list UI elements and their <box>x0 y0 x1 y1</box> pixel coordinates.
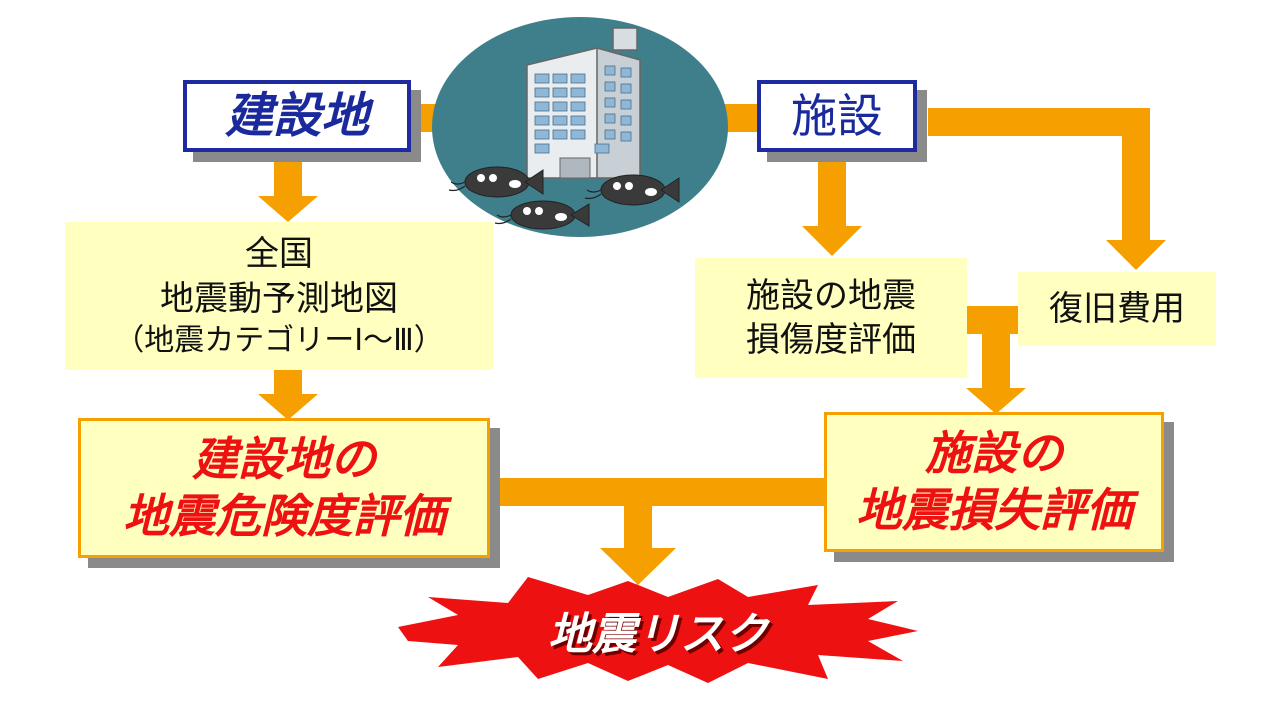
facility-box: 施設 <box>757 80 917 152</box>
arrow-facility-to-damage-head <box>802 226 862 256</box>
arrow-site-to-map-head <box>258 196 318 222</box>
connector-facility-right <box>928 108 1150 136</box>
facility-title: 施設 <box>791 89 883 143</box>
site-hazard-line-1: 建設地の <box>192 431 376 486</box>
arrow-to-loss-head <box>966 388 1026 414</box>
hazard-map-line-3: （地震カテゴリーⅠ～Ⅲ） <box>114 322 444 358</box>
arrow-to-loss-shaft <box>982 306 1010 392</box>
hazard-map-box: 全国 地震動予測地図 （地震カテゴリーⅠ～Ⅲ） <box>65 222 493 370</box>
recovery-cost-box: 復旧費用 <box>1018 272 1216 346</box>
connector-loss-to-center <box>638 478 828 506</box>
site-title: 建設地 <box>224 88 369 144</box>
arrow-to-recovery-head <box>1106 240 1166 270</box>
arrow-site-to-map-shaft <box>274 160 302 198</box>
risk-burst-shape <box>398 577 918 683</box>
site-hazard-line-2: 地震危険度評価 <box>123 489 445 543</box>
hazard-map-line-2: 地震動予測地図 <box>160 278 398 319</box>
damage-eval-line-1: 施設の地震 <box>746 275 916 316</box>
facility-loss-line-1: 施設の <box>925 425 1063 480</box>
site-hazard-eval-box: 建設地の 地震危険度評価 <box>78 418 490 558</box>
building-catfish-icon <box>432 17 728 237</box>
hazard-map-line-1: 全国 <box>245 234 313 275</box>
arrow-to-risk-head <box>600 548 676 585</box>
risk-label: 地震リスク <box>548 609 768 660</box>
arrow-to-recovery-shaft <box>1122 108 1150 243</box>
recovery-cost-label: 復旧費用 <box>1049 288 1185 329</box>
arrow-map-to-hazard-head <box>258 394 318 420</box>
facility-loss-eval-box: 施設の 地震損失評価 <box>824 412 1164 552</box>
arrow-map-to-hazard-shaft <box>274 370 302 396</box>
arrow-to-risk-shaft <box>624 478 652 550</box>
facility-loss-line-2: 地震損失評価 <box>856 483 1132 537</box>
connector-hazard-to-center <box>493 478 638 506</box>
arrow-facility-to-damage-shaft <box>818 160 846 228</box>
damage-eval-box: 施設の地震 損傷度評価 <box>695 258 967 378</box>
site-box: 建設地 <box>183 80 411 152</box>
damage-eval-line-2: 損傷度評価 <box>746 320 916 360</box>
